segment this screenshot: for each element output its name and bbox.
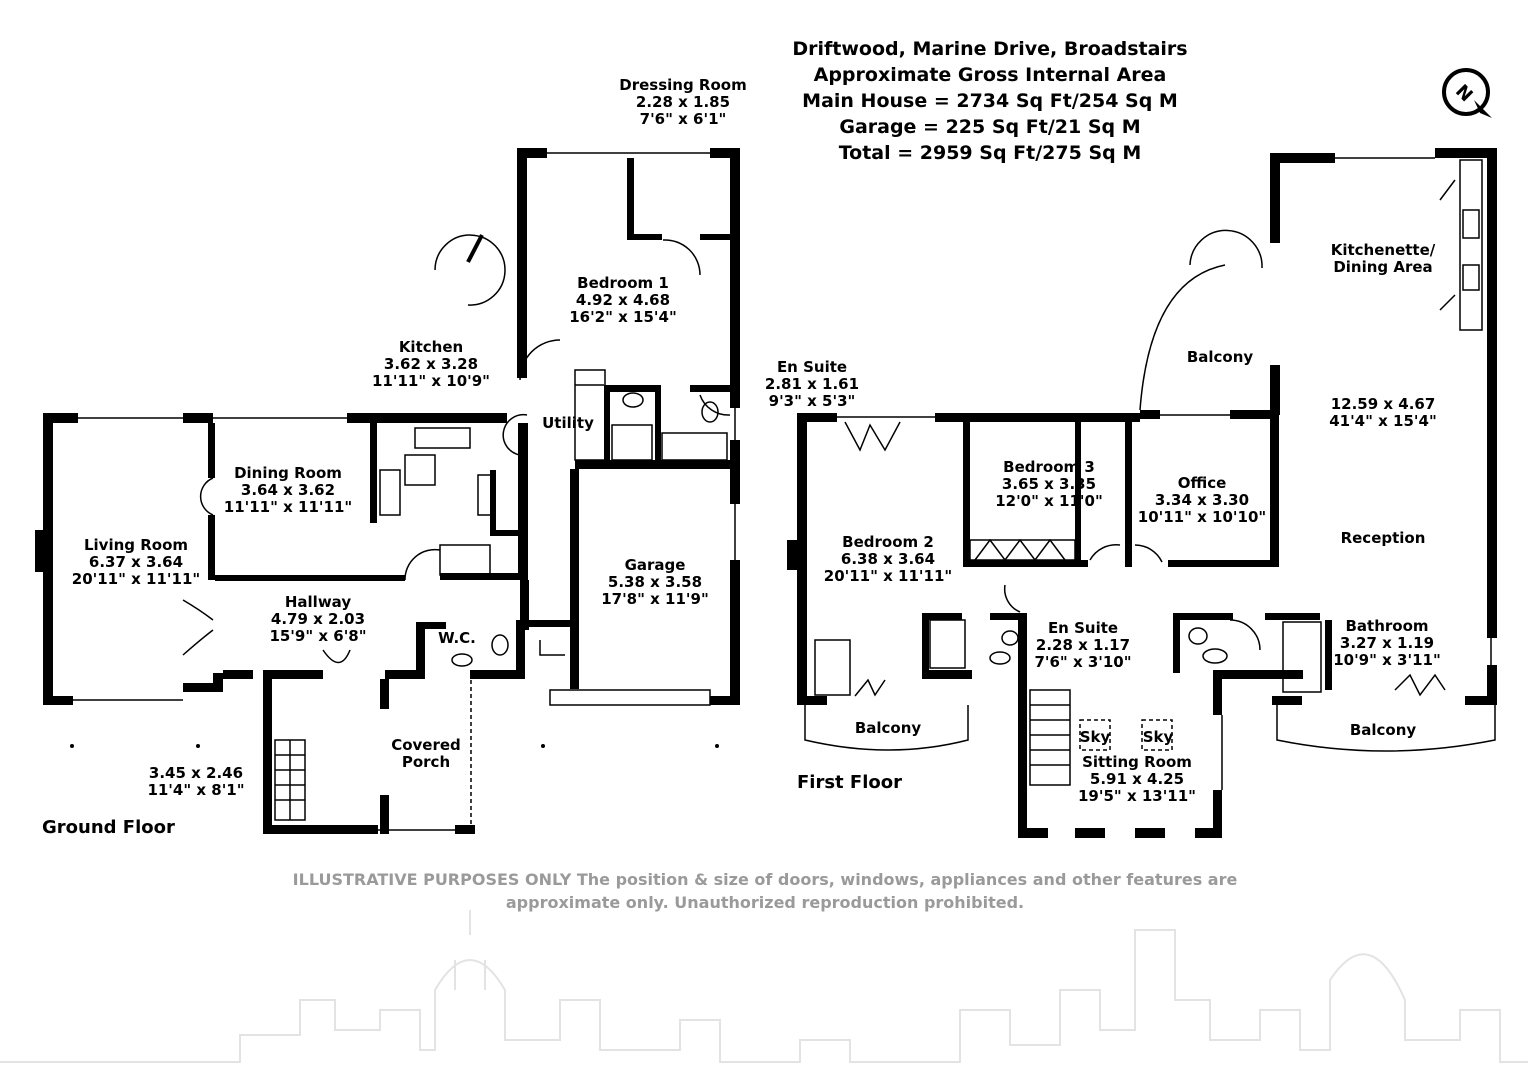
first-room-label: Balcony <box>1187 348 1254 366</box>
ground-floor-plan <box>35 148 740 834</box>
first-room-label: Sky <box>1143 728 1174 746</box>
ground-room-label: W.C. <box>438 629 476 647</box>
first-floor-label: First Floor <box>797 772 902 793</box>
ground-room-label: Utility <box>542 414 594 432</box>
first-room-label: Kitchenette/Dining Area <box>1331 241 1436 276</box>
first-room-label: Sky <box>1080 728 1111 746</box>
property-title: Driftwood, Marine Drive, Broadstairs <box>792 38 1188 60</box>
area-subtitle: Approximate Gross Internal Area <box>813 64 1167 86</box>
disclaimer-line-1: ILLUSTRATIVE PURPOSES ONLY The position … <box>292 870 1238 889</box>
ground-floor-walls <box>35 148 740 834</box>
total-area: Total = 2959 Sq Ft/275 Sq M <box>838 142 1142 164</box>
first-room-label: Reception <box>1341 529 1426 547</box>
first-room-label: Balcony <box>1350 721 1417 739</box>
ground-floor-label: Ground Floor <box>42 817 175 838</box>
north-arrow-icon: N <box>1442 68 1492 118</box>
ground-floor-fittings <box>73 152 736 831</box>
garden-markers <box>70 744 719 748</box>
disclaimer-line-2: approximate only. Unauthorized reproduct… <box>505 893 1025 912</box>
first-floor-plan: N <box>787 68 1497 838</box>
main-house-area: Main House = 2734 Sq Ft/254 Sq M <box>802 90 1178 112</box>
skyline-watermark <box>0 910 1528 1063</box>
first-floor-fittings <box>801 157 1496 800</box>
first-room-label: Balcony <box>855 719 922 737</box>
garage-area: Garage = 225 Sq Ft/21 Sq M <box>839 116 1141 138</box>
svg-text:N: N <box>1451 81 1477 107</box>
